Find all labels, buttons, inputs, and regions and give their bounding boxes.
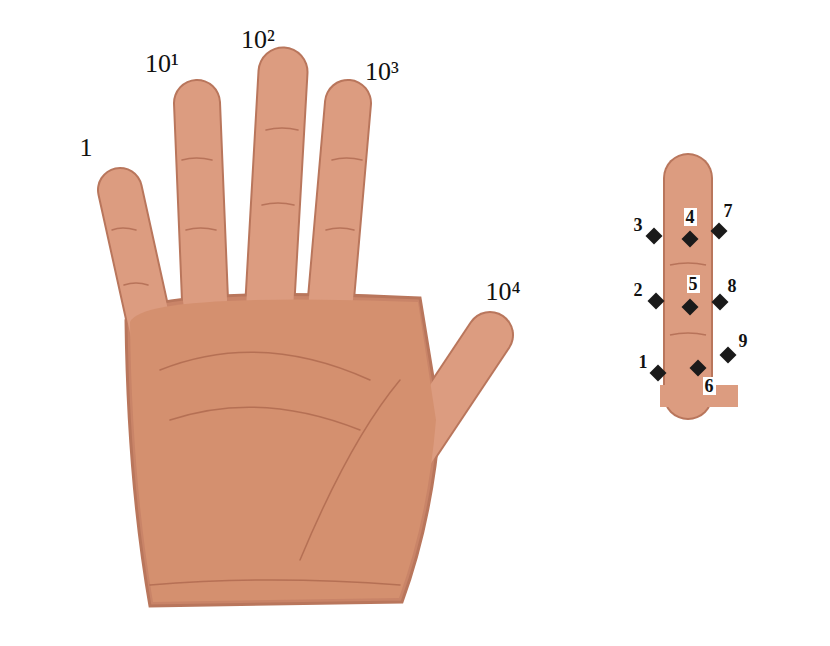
callout-number: 9 <box>739 332 748 350</box>
callout-number: 8 <box>728 277 737 295</box>
finger-value: 10¹ <box>145 51 179 77</box>
single-finger <box>660 178 738 407</box>
hand <box>112 72 490 606</box>
finger-value: 1 <box>80 135 93 161</box>
callout-number: 6 <box>703 377 716 395</box>
callout-number: 1 <box>639 353 648 371</box>
callout-number: 3 <box>634 216 643 234</box>
callout-number: 4 <box>684 208 697 226</box>
callout-number: 2 <box>634 281 643 299</box>
position-dots <box>646 223 737 382</box>
callout-number: 7 <box>724 202 733 220</box>
callout-number: 5 <box>687 275 700 293</box>
finger-value: 10⁴ <box>485 279 520 305</box>
finger-value: 10² <box>241 27 275 53</box>
finger-value: 10³ <box>365 59 399 85</box>
